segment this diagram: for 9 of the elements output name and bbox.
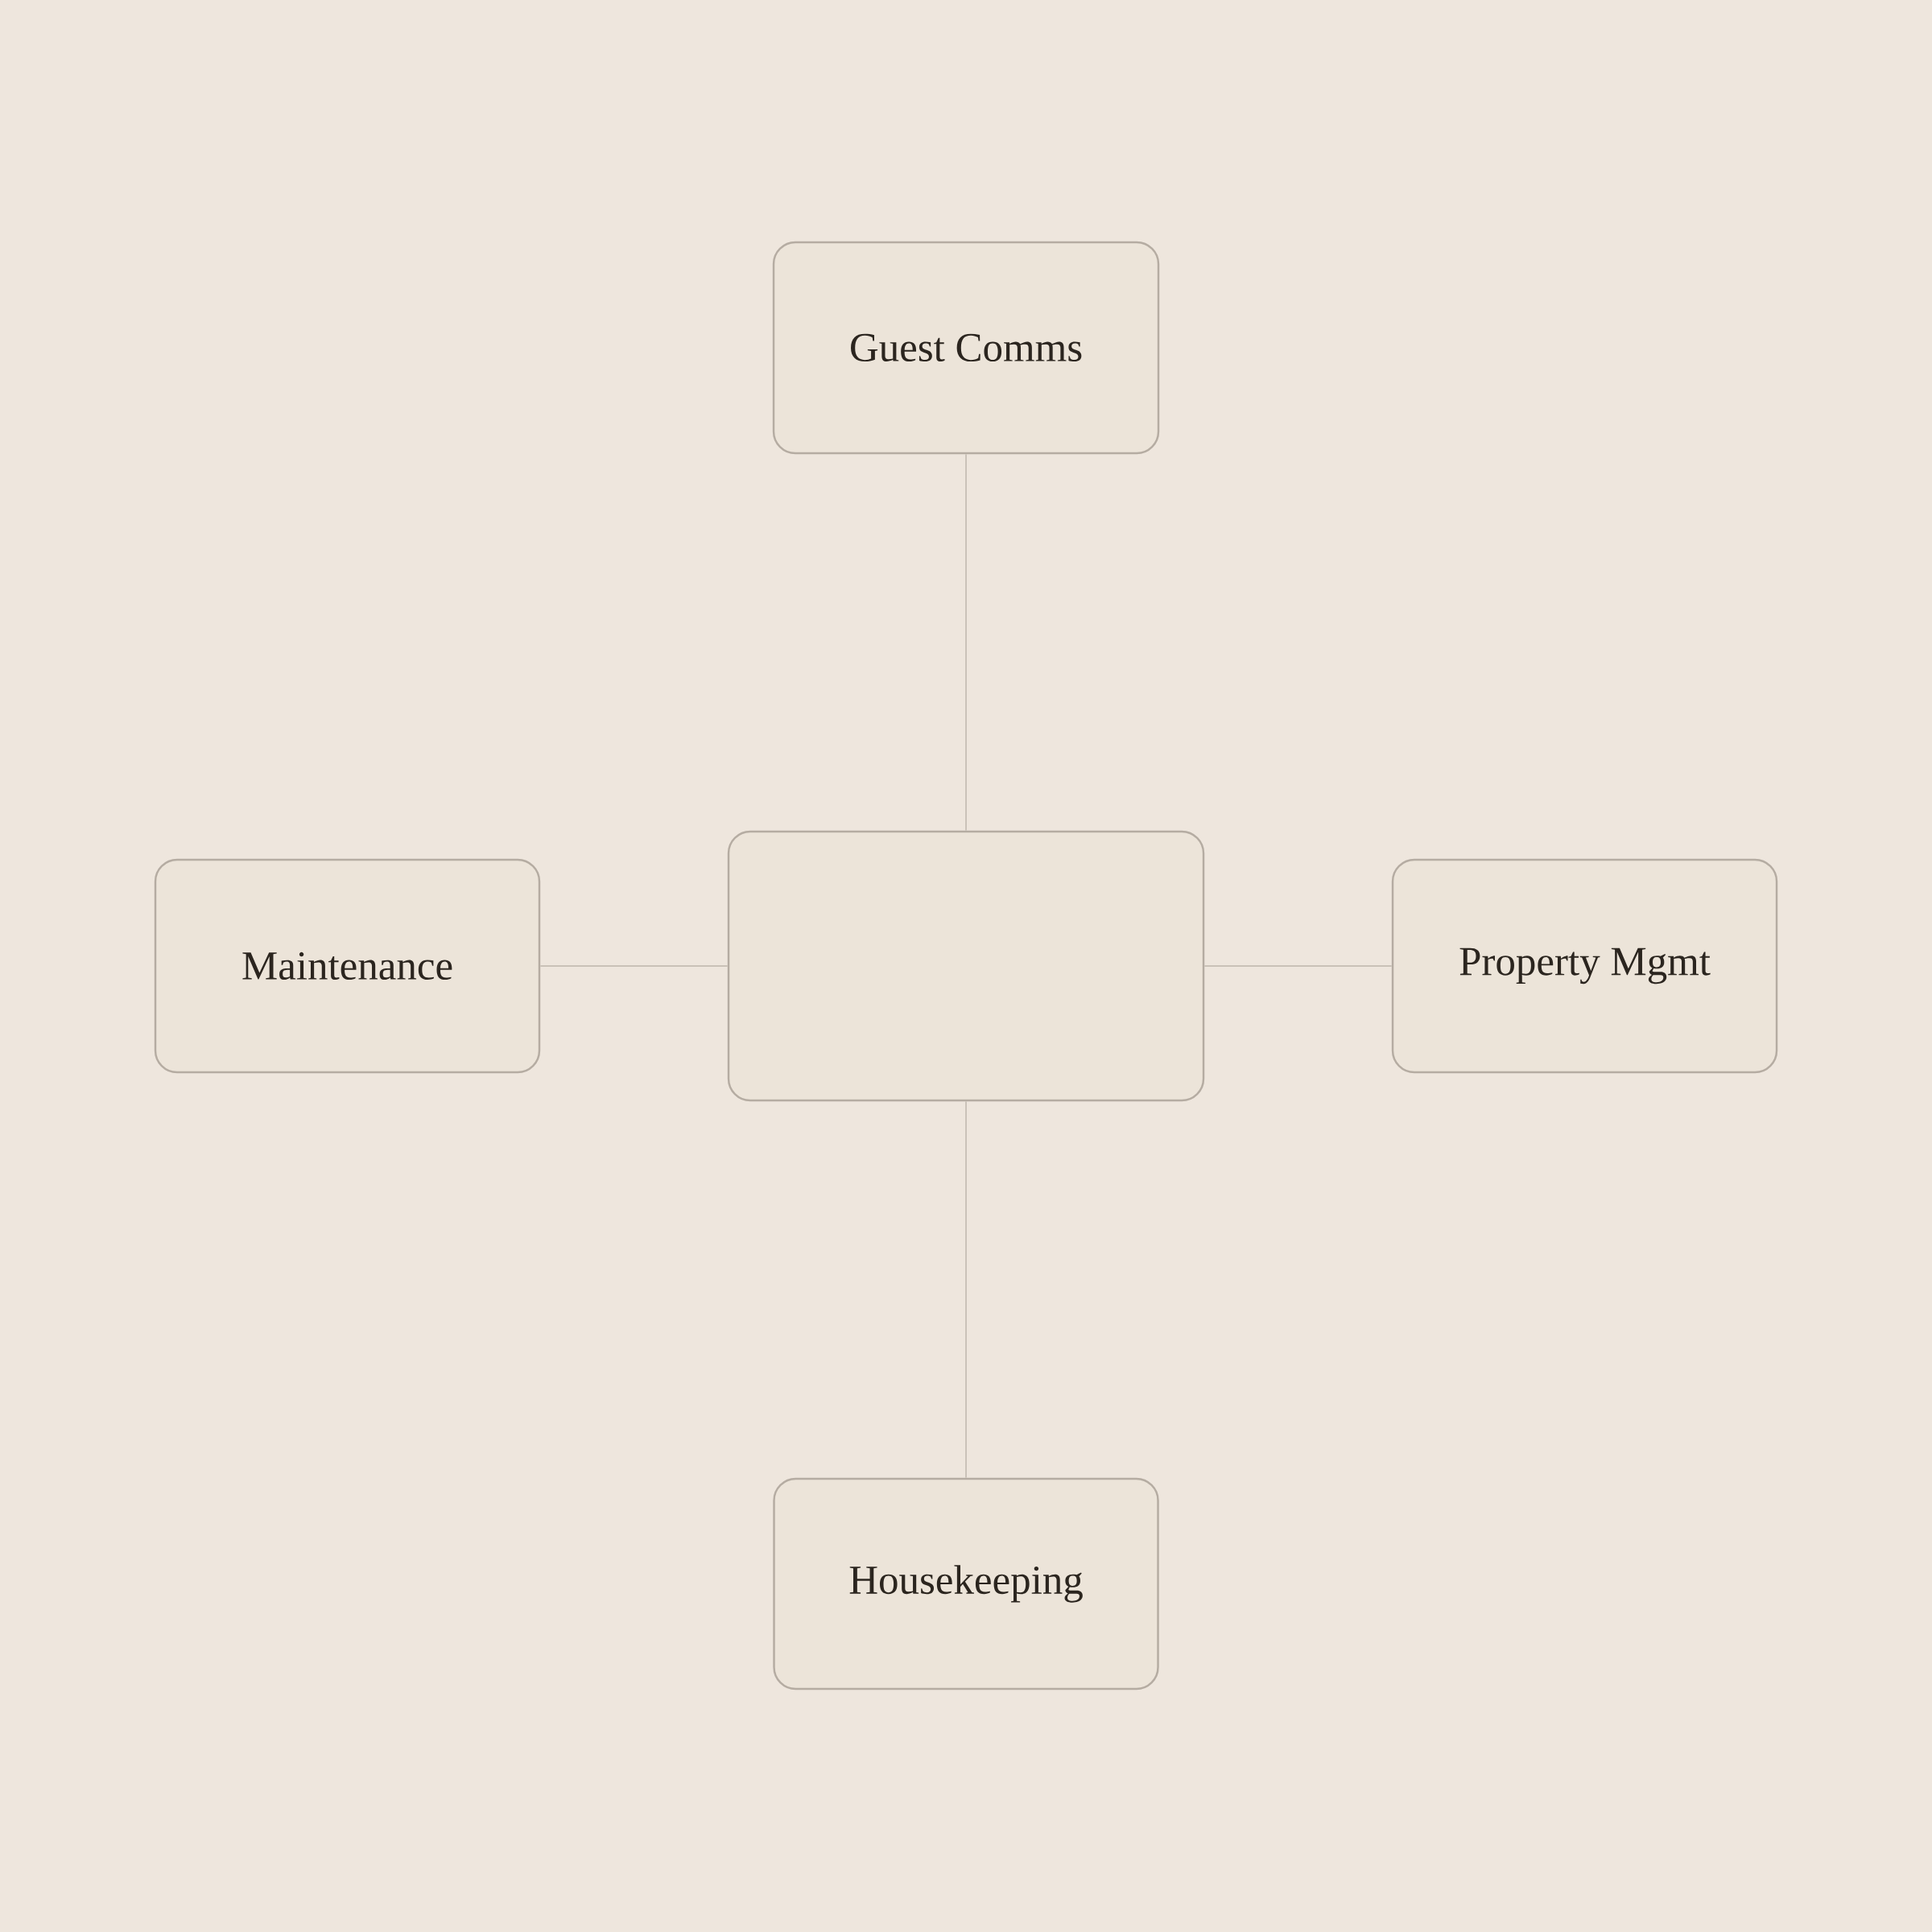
module-box: Guest Comms (772, 241, 1160, 455)
connector-line (539, 965, 729, 967)
module-box: Housekeeping (773, 1477, 1159, 1690)
hub-box (727, 830, 1205, 1102)
connector-line (965, 453, 967, 832)
connector-line (1203, 965, 1393, 967)
connector-line (965, 1100, 967, 1479)
module-box: Maintenance (154, 858, 541, 1074)
module-box: Property Mgmt (1391, 858, 1778, 1074)
